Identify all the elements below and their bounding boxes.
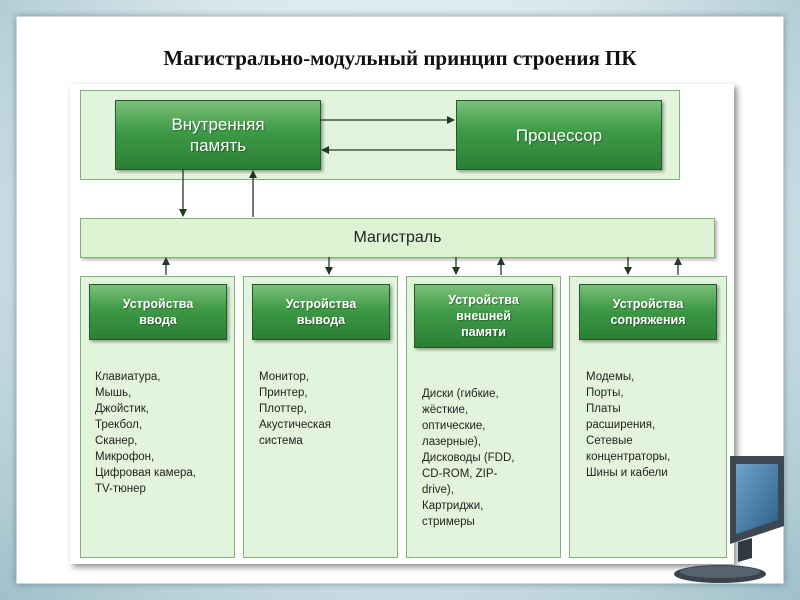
bus-label: Магистраль: [353, 229, 442, 246]
processor-box: Процессор: [456, 100, 662, 170]
internal-memory-box: Внутренняя память: [115, 100, 321, 170]
bus-bar: Магистраль: [80, 218, 715, 258]
input-devices-list: Клавиатура, Мышь, Джойстик, Трекбол, Ска…: [95, 371, 196, 495]
internal-memory-label: Внутренняя память: [171, 115, 265, 155]
external-memory-heading-text: Устройства внешней памяти: [448, 293, 519, 339]
output-devices-heading-text: Устройства вывода: [285, 297, 357, 327]
slide-title: Магистрально-модульный принцип строения …: [163, 46, 637, 70]
monitor-icon: [674, 456, 784, 583]
processor-label: Процессор: [515, 125, 603, 145]
input-devices-heading: Устройства ввода: [89, 284, 227, 340]
interface-devices-heading-text: Устройства сопряжения: [610, 297, 686, 327]
diagram: Внутренняя память Процессор Магистраль У…: [70, 84, 734, 564]
output-devices-heading: Устройства вывода: [252, 284, 390, 340]
interface-devices-list: Модемы, Порты, Платы расширения, Сетевые…: [586, 371, 671, 479]
connector-arrows: [162, 116, 682, 275]
interface-devices-heading: Устройства сопряжения: [579, 284, 717, 340]
external-memory-heading: Устройства внешней памяти: [414, 284, 553, 348]
external-memory-list: Диски (гибкие, жёсткие, оптические, лазе…: [422, 388, 515, 528]
output-devices-list: Монитор, Принтер, Плоттер, Акустическая …: [259, 371, 331, 447]
input-devices-heading-text: Устройства ввода: [122, 297, 194, 327]
